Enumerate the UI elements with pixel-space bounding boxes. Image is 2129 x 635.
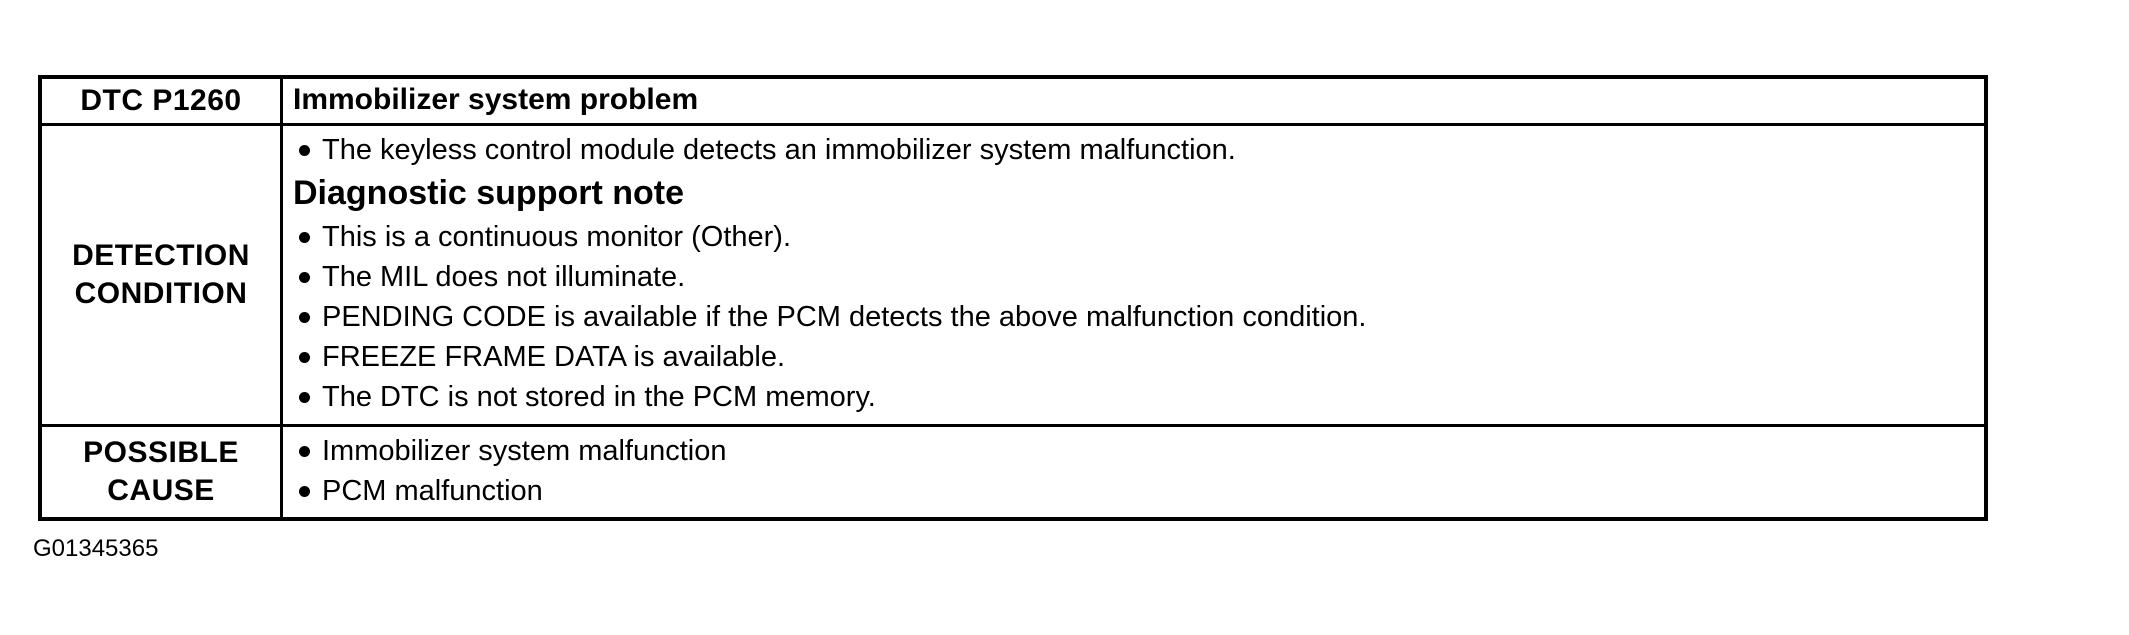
list-item: PENDING CODE is available if the PCM det… — [293, 297, 1970, 337]
bullet-icon — [299, 446, 310, 457]
bullet-icon — [299, 352, 310, 363]
dtc-title-cell: Immobilizer system problem — [293, 83, 699, 116]
possible-cause-content: Immobilizer system malfunction PCM malfu… — [283, 427, 1984, 517]
dtc-code-cell: DTC P1260 — [42, 79, 283, 123]
list-item: The DTC is not stored in the PCM memory. — [293, 377, 1970, 417]
detection-condition-label: DETECTION CONDITION — [42, 126, 283, 424]
list-item: PCM malfunction — [293, 471, 1970, 511]
bullet-icon — [299, 232, 310, 243]
list-item-text: This is a continuous monitor (Other). — [322, 221, 792, 253]
list-item-text: The MIL does not illuminate. — [322, 261, 686, 293]
table-row-header: DTC P1260 Immobilizer system problem — [42, 79, 1984, 123]
bullet-icon — [299, 145, 310, 156]
list-item-text: FREEZE FRAME DATA is available. — [322, 341, 786, 373]
diagnostic-support-note-heading: Diagnostic support note — [293, 174, 684, 212]
table-row-possible-cause: POSSIBLE CAUSE Immobilizer system malfun… — [42, 424, 1984, 517]
bullet-icon — [299, 272, 310, 283]
list-item-text: The DTC is not stored in the PCM memory. — [322, 381, 876, 413]
list-item-text: The keyless control module detects an im… — [322, 134, 1236, 166]
bullet-icon — [299, 486, 310, 497]
list-item: Immobilizer system malfunction — [293, 431, 1970, 471]
bullet-icon — [299, 312, 310, 323]
list-item: The MIL does not illuminate. — [293, 257, 1970, 297]
detection-condition-content: The keyless control module detects an im… — [283, 126, 1984, 424]
bullet-icon — [299, 392, 310, 403]
list-item-text: PCM malfunction — [322, 475, 543, 507]
list-item: The keyless control module detects an im… — [293, 130, 1970, 170]
list-item-text: PENDING CODE is available if the PCM det… — [322, 301, 1367, 333]
dtc-info-table: DTC P1260 Immobilizer system problem DET… — [38, 75, 1988, 521]
list-item: FREEZE FRAME DATA is available. — [293, 337, 1970, 377]
table-row-detection-condition: DETECTION CONDITION The keyless control … — [42, 123, 1984, 424]
list-item: This is a continuous monitor (Other). — [293, 217, 1970, 257]
possible-cause-label: POSSIBLE CAUSE — [42, 427, 283, 517]
figure-number: G01345365 — [33, 535, 159, 562]
list-item-text: Immobilizer system malfunction — [322, 435, 727, 467]
